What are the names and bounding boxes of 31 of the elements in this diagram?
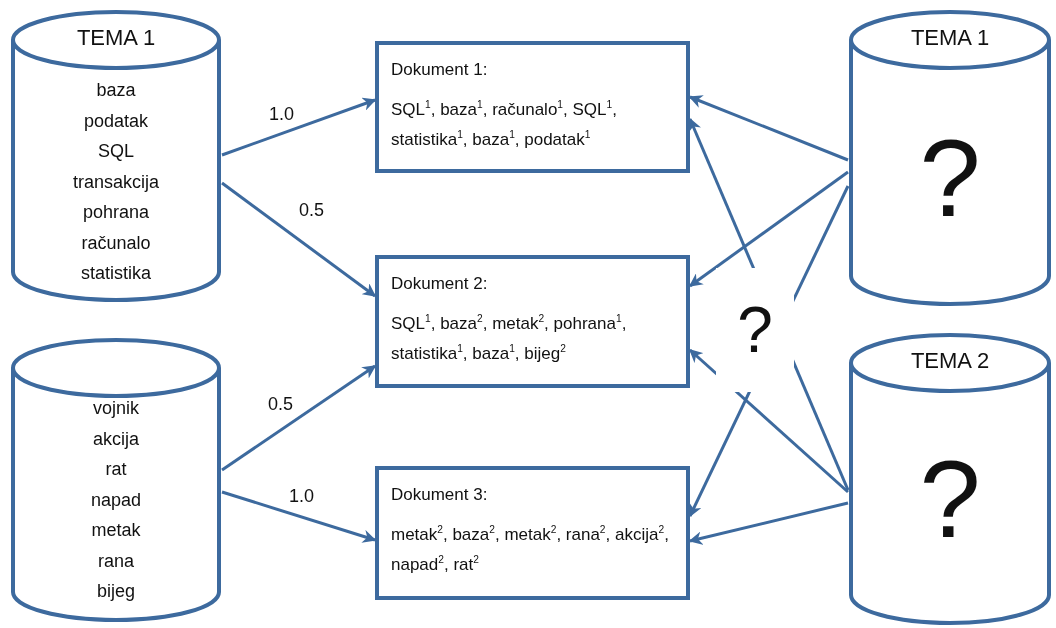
topic-title: TEMA 1: [75, 25, 157, 51]
arrow: [221, 97, 377, 157]
question-mark: ?: [918, 118, 982, 238]
topic-word: bijeg: [96, 580, 136, 603]
arrow: [221, 181, 377, 298]
question-mark: ?: [716, 268, 794, 392]
topic-title: TEMA 1: [909, 25, 991, 51]
document-words: SQL$^{1}$, baza$^{2}$, metak$^{2}$, pohrana$^{1}$, statistika$^{1}$, baza$^{1}$, bijeg$^{2}$: [391, 312, 628, 365]
document-title: Dokument 3:: [391, 484, 489, 506]
topic-word: rat: [104, 458, 128, 481]
topic-word: pohrana: [81, 201, 151, 224]
topic-word: podatak: [82, 109, 150, 133]
topic-word: rana: [97, 549, 135, 573]
topic-word: baza: [95, 79, 137, 102]
arrow: [221, 490, 377, 543]
document-words: metak$^{2}$, baza$^{2}$, metak$^{2}$, rana$^{2}$, akcija$^{2}$, napad$^{2}$, rat$^{2}$: [391, 523, 670, 576]
topic-word: napad: [89, 488, 143, 512]
topic-word: vojnik: [92, 397, 140, 420]
topic-word: akcija: [92, 427, 140, 451]
topic-word: transakcija: [71, 170, 160, 194]
arrow: [689, 348, 849, 494]
topic-word: računalo: [80, 231, 152, 255]
arrow: [221, 364, 377, 472]
topic-word: statistika: [80, 262, 152, 285]
document-title: Dokument 1:: [391, 59, 489, 81]
document-words: SQL$^{1}$, baza$^{1}$, računalo$^{1}$, SQL$^{1}$, statistika$^{1}$, baza$^{1}$, podatak$^{1}$: [391, 98, 618, 151]
question-mark: ?: [918, 439, 982, 559]
topic-title: TEMA 2: [909, 348, 991, 374]
topic-word: SQL: [97, 140, 135, 163]
document-title: Dokument 2:: [391, 273, 489, 295]
topic-word: metak: [90, 519, 142, 542]
